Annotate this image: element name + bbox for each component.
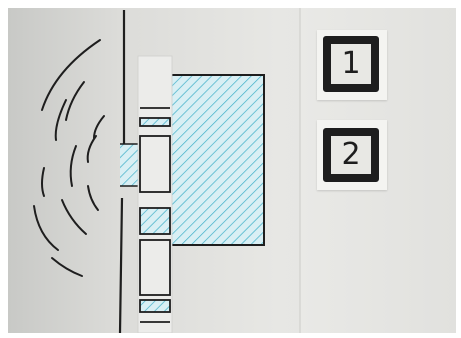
strip-markings: [140, 108, 170, 322]
wall-hatch-block: [120, 144, 138, 186]
tile-2-label: 2: [341, 140, 360, 170]
tile-1-label: 1: [341, 49, 360, 79]
large-hatched-panel: [170, 75, 264, 245]
number-tile-2[interactable]: 2: [323, 128, 379, 182]
number-tile-1[interactable]: 1: [323, 36, 379, 92]
